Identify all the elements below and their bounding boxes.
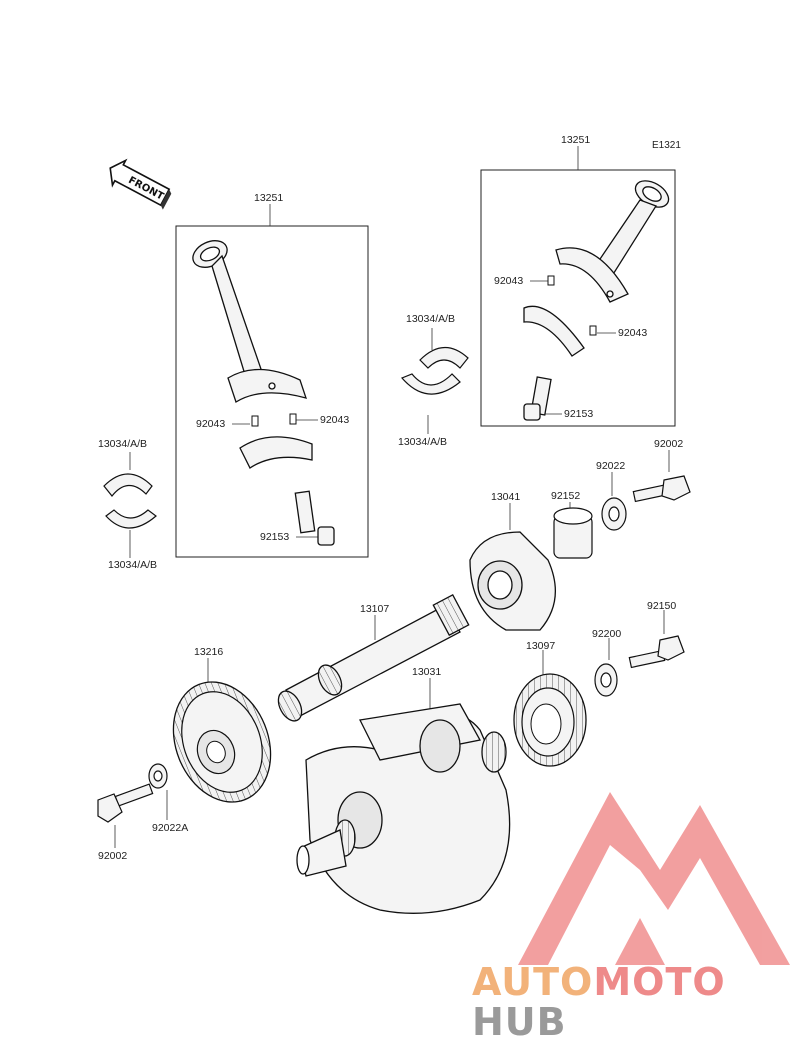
watermark-part-auto: AUTO xyxy=(472,960,594,1004)
rod-assy-left-box xyxy=(175,225,369,558)
front-arrow-icon: FRONT xyxy=(109,158,172,210)
bolt-washer-set-left xyxy=(97,763,168,823)
watermark-logo xyxy=(518,792,790,965)
label-gear-small: 13097 xyxy=(526,640,556,652)
label-bearing-upper-left: 13034/A/B xyxy=(98,438,148,450)
watermark-text: AUTOMOTO HUB xyxy=(472,962,800,1042)
bolt-washer-set-mid xyxy=(594,635,685,697)
label-bolt-left-bottom: 92002 xyxy=(98,850,128,862)
label-rod-assy-left: 13251 xyxy=(254,192,284,204)
label-bearing-lower-center: 13034/A/B xyxy=(398,436,448,448)
watermark-part-moto: MOTO xyxy=(593,960,726,1004)
label-gear-large: 13216 xyxy=(194,646,224,658)
bearing-shells xyxy=(103,346,469,529)
housing-13041 xyxy=(469,531,556,631)
label-shaft: 13107 xyxy=(360,603,390,615)
label-washer-mid-right: 92200 xyxy=(592,628,622,640)
gear-small-13097 xyxy=(513,673,587,767)
shaft-13107 xyxy=(277,593,470,722)
label-pin-left-b: 92043 xyxy=(320,414,350,426)
label-pin-right-a: 92043 xyxy=(494,275,524,287)
label-bolt-top-right: 92002 xyxy=(654,438,684,450)
label-pin-left-a: 92043 xyxy=(196,418,226,430)
label-rod-assy-right: 13251 xyxy=(561,134,591,146)
connecting-rod-left xyxy=(192,240,335,546)
connecting-rod-right xyxy=(523,180,670,421)
watermark-part-hub: HUB xyxy=(472,1000,567,1044)
label-bolt-right: 92153 xyxy=(564,408,594,420)
pins-right xyxy=(547,275,597,336)
gear-large-13216 xyxy=(172,681,272,803)
label-washer-left: 92022A xyxy=(152,822,189,834)
label-bearing-lower-left: 13034/A/B xyxy=(108,559,158,571)
diagram-code: E1321 xyxy=(652,140,681,151)
label-collar: 92152 xyxy=(551,490,581,502)
crankshaft-13031 xyxy=(296,703,511,914)
label-washer-top-right: 92022 xyxy=(596,460,626,472)
label-housing: 13041 xyxy=(491,491,521,503)
label-bolt-mid-right: 92150 xyxy=(647,600,677,612)
label-crankshaft: 13031 xyxy=(412,666,442,678)
label-bolt-left: 92153 xyxy=(260,531,290,543)
bolt-washer-set-top xyxy=(553,475,691,559)
pins-left xyxy=(251,413,297,427)
label-pin-right-b: 92043 xyxy=(618,327,648,339)
label-bearing-upper-center: 13034/A/B xyxy=(406,313,456,325)
